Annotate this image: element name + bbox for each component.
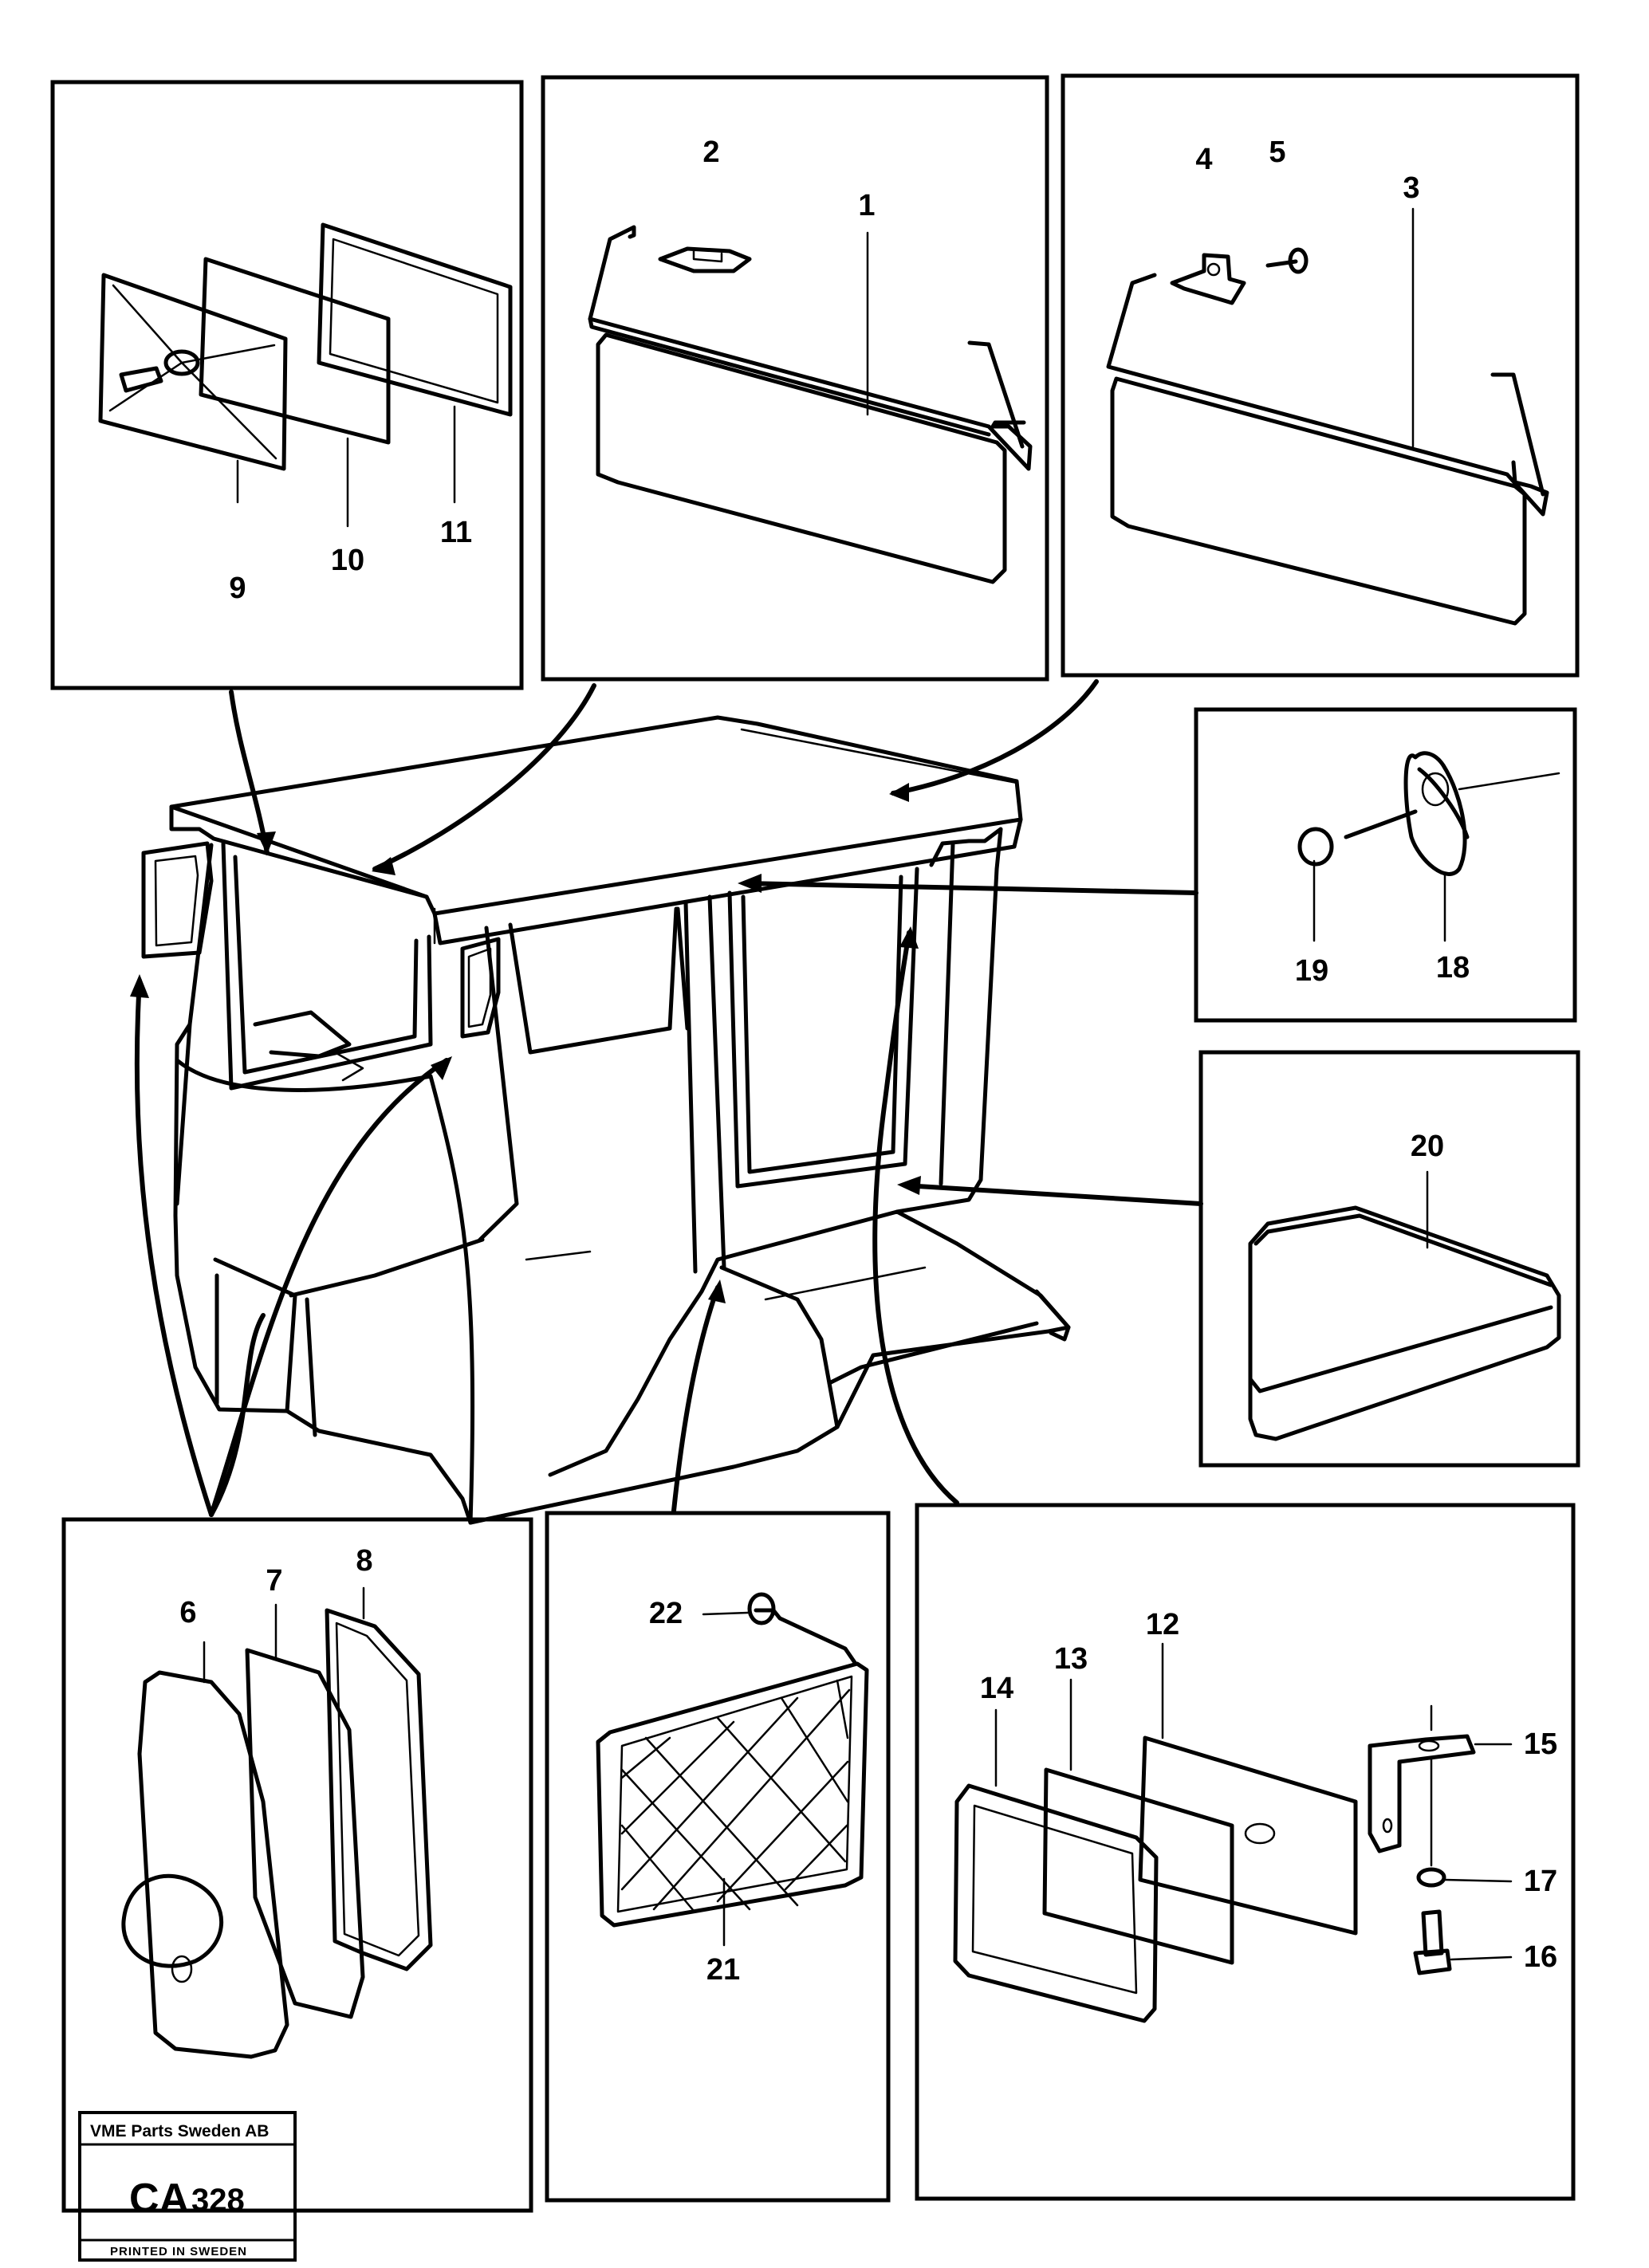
label-19: 19	[1295, 954, 1328, 988]
mirror-housing-9	[98, 273, 288, 471]
detail-box-sun-visor-front	[541, 75, 1049, 682]
label-13: 13	[1054, 1642, 1088, 1676]
stamp-code-number: 328	[191, 2183, 245, 2218]
net-screw-22	[747, 1592, 858, 1666]
storage-net-21	[596, 1661, 869, 1928]
detail-box-storage-net	[545, 1511, 891, 2203]
detail-box-interior-mirror	[915, 1503, 1576, 2201]
label-10: 10	[331, 544, 364, 577]
screw-19	[1297, 809, 1418, 867]
label-18: 18	[1436, 951, 1470, 985]
mirror-glass-10	[199, 257, 391, 445]
stamp-code-prefix: CA	[129, 2176, 189, 2222]
label-22: 22	[649, 1597, 683, 1630]
cab-body	[141, 715, 1071, 1525]
label-6: 6	[179, 1596, 196, 1629]
part-number-labels: 9 10 11 2 1 4 5 3 19 18 20 6 7 8 22 21 1…	[179, 136, 1557, 1987]
stamp-company: VME Parts Sweden AB	[90, 2122, 269, 2140]
visor-clip-2	[658, 246, 752, 273]
mirror-plate-12	[1138, 1735, 1358, 1936]
label-7: 7	[266, 1564, 282, 1598]
detail-box-outside-mirror	[61, 1517, 533, 2213]
label-11: 11	[440, 516, 472, 549]
mirror-glass-7	[245, 1648, 365, 2019]
coat-hook-18	[1403, 751, 1470, 876]
parts-stamp: VME Parts Sweden AB CA 328 PRINTED IN SW…	[78, 2111, 297, 2262]
label-1: 1	[858, 189, 875, 222]
label-21: 21	[706, 1953, 740, 1987]
mirror-bracket-15	[1368, 1734, 1476, 1853]
visor-bracket-4	[1170, 253, 1246, 305]
mirror-gasket-14	[953, 1783, 1159, 2023]
detail-box-rear-mirror	[50, 80, 524, 690]
label-5: 5	[1269, 136, 1285, 169]
label-8: 8	[356, 1544, 372, 1578]
mirror-glass-13	[1042, 1767, 1234, 1965]
sun-visor-1	[588, 225, 1033, 584]
label-15: 15	[1524, 1728, 1557, 1761]
bolt-16	[1413, 1909, 1452, 1975]
detail-box-sun-visor-side	[1061, 73, 1580, 678]
label-12: 12	[1146, 1608, 1179, 1641]
mirror-gasket-8	[325, 1608, 433, 1971]
label-3: 3	[1403, 171, 1419, 205]
label-16: 16	[1524, 1940, 1557, 1974]
label-14: 14	[980, 1672, 1013, 1705]
label-20: 20	[1411, 1130, 1444, 1163]
mirror-gasket-11	[317, 222, 513, 417]
detail-box-coat-hook	[1194, 707, 1577, 1023]
sun-visor-3	[1106, 273, 1549, 626]
leader-arrows	[130, 679, 1203, 1517]
label-4: 4	[1195, 143, 1212, 176]
mirror-head-6	[121, 1670, 289, 2059]
screw-5	[1265, 247, 1309, 274]
label-9: 9	[229, 572, 246, 605]
cushion-20	[1248, 1205, 1561, 1441]
label-17: 17	[1524, 1865, 1557, 1898]
stamp-printed: PRINTED IN SWEDEN	[110, 2245, 247, 2258]
washer-17	[1416, 1867, 1446, 1888]
detail-box-cushion	[1198, 1050, 1580, 1468]
label-2: 2	[702, 136, 719, 169]
